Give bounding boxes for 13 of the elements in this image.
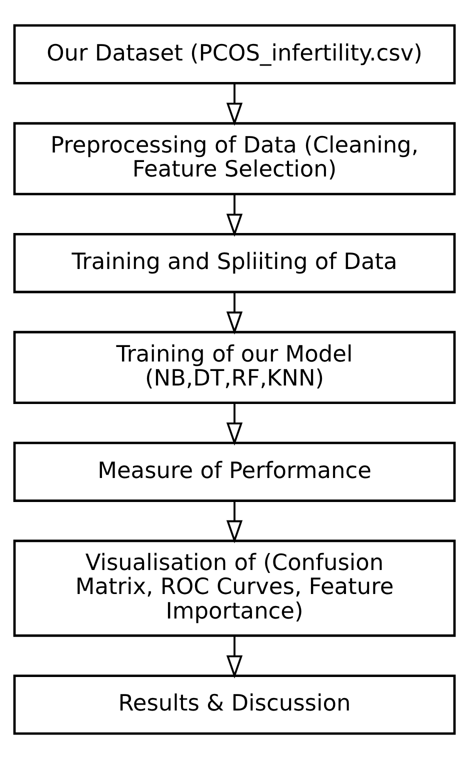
- node-box: Training of our Model (NB,DT,RF,KNN): [13, 330, 456, 404]
- arrow: [226, 636, 243, 678]
- arrow: [226, 500, 243, 544]
- node-box: Results & Discussion: [13, 674, 456, 735]
- arrow: [226, 292, 243, 335]
- node-box: Measure of Performance: [13, 442, 456, 502]
- arrow: [226, 403, 243, 446]
- arrow: [226, 194, 243, 237]
- node-box: Training and Spliiting of Data: [13, 232, 456, 294]
- node-box: Our Dataset (PCOS_infertility.csv): [13, 24, 456, 84]
- arrow: [226, 84, 243, 126]
- node-box: Preprocessing of Data (Cleaning, Feature Selection): [13, 122, 456, 196]
- node-box: Visualisation of (Confusion Matrix, ROC Curves, Feature Importance): [13, 540, 456, 637]
